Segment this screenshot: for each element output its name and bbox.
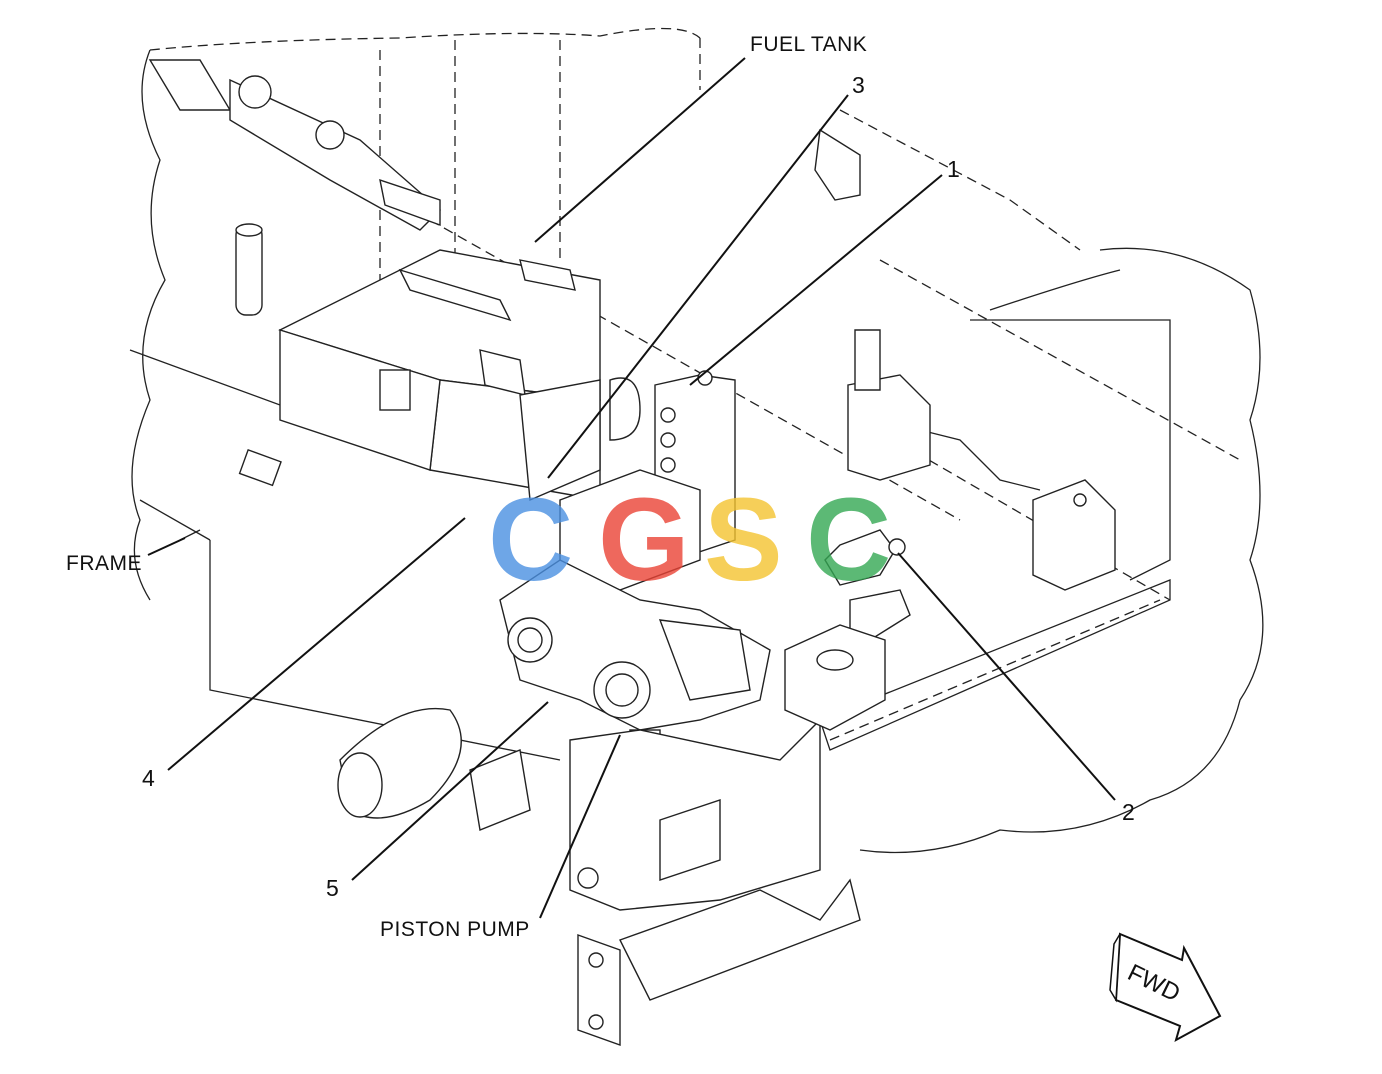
callout-5: 5 <box>326 875 339 901</box>
label-frame: FRAME <box>66 552 142 575</box>
top-linkage <box>148 59 442 231</box>
leader-piston-pump <box>539 734 621 919</box>
leader-4 <box>167 517 466 771</box>
leader-fuel-tank <box>534 57 746 243</box>
leader-5 <box>351 701 549 881</box>
watermark-letter-c2: C <box>806 474 891 606</box>
callout-2: 2 <box>1122 799 1135 825</box>
leader-lines <box>147 57 1116 919</box>
forward-arrow-icon: FWD <box>1109 932 1222 1043</box>
lower-frame <box>337 624 886 1046</box>
label-fuel-tank: FUEL TANK <box>750 33 867 56</box>
callout-1: 1 <box>947 156 960 182</box>
leader-3 <box>547 94 849 479</box>
watermark-letter-g: G <box>598 474 690 606</box>
piston-pump <box>499 469 911 759</box>
leader-frame <box>147 537 186 556</box>
leader-1 <box>689 174 943 386</box>
label-piston-pump: PISTON PUMP <box>380 918 530 941</box>
leader-2 <box>897 552 1116 801</box>
watermark-letter-s: S <box>704 474 783 606</box>
watermark-logo: C G S C <box>488 474 891 606</box>
callout-4: 4 <box>142 765 155 791</box>
watermark-letter-c1: C <box>488 474 573 606</box>
callout-3: 3 <box>852 72 865 98</box>
